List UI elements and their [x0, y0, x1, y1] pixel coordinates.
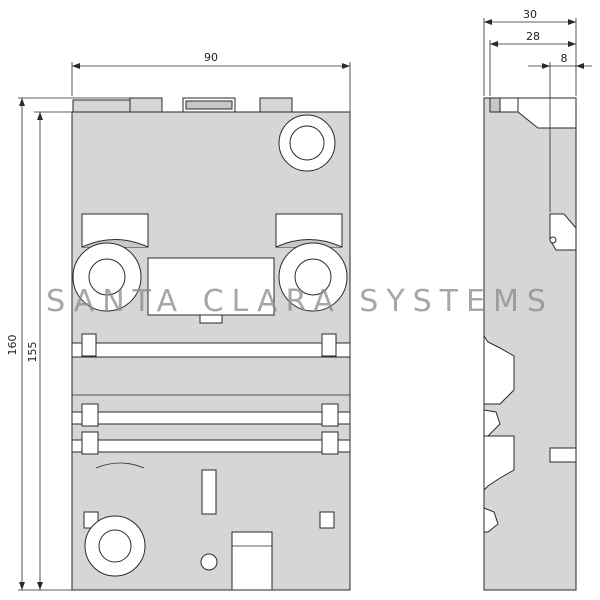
center-slot: [201, 469, 217, 515]
side-rail-notch-upper: [483, 334, 515, 405]
rail-latch-1l: [81, 333, 97, 357]
watermark-text: SANTA CLARA SYSTEMS: [46, 284, 554, 319]
rail-latch-2l: [81, 403, 99, 427]
rail-row-3: [71, 439, 351, 453]
dimension-label-8: 8: [561, 52, 568, 65]
rail-latch-3r: [321, 431, 339, 455]
side-rail-hook-2: [483, 507, 499, 533]
bottom-connector: [231, 531, 273, 591]
dimension-side-8: 8: [528, 52, 592, 212]
dimension-front-height-inner: 155: [26, 111, 72, 590]
small-hole: [200, 553, 218, 571]
side-rail-notch-lower: [483, 435, 515, 492]
top-tab-left: [129, 97, 163, 113]
lower-arc: [95, 462, 145, 469]
mount-hole-top-inner: [289, 125, 325, 161]
rail-row-2: [71, 411, 351, 425]
side-top-profile: [484, 97, 577, 129]
side-notch-right: [549, 447, 577, 463]
top-ledge-left: [72, 99, 131, 113]
dimension-front-width: 90: [71, 51, 351, 112]
bottom-latch-right: [319, 511, 335, 529]
center-window-tab: [199, 314, 223, 324]
rail-latch-1r: [321, 333, 337, 357]
dimension-label-28: 28: [526, 30, 540, 43]
dimension-label-155: 155: [26, 342, 39, 363]
dimension-front-height-total: 160: [6, 97, 130, 591]
side-top-tab: [489, 97, 501, 113]
mount-hole-right-inner: [294, 258, 332, 296]
mount-hole-bottom-inner: [98, 529, 132, 563]
center-window: [147, 257, 275, 316]
top-tab-right: [259, 97, 293, 113]
front-view: [71, 97, 351, 591]
rail-latch-3l: [81, 431, 99, 455]
rail-latch-2r: [321, 403, 339, 427]
dimension-label-30: 30: [523, 8, 537, 21]
side-clip-pin: [549, 236, 557, 244]
side-body: [483, 97, 577, 591]
side-view: [483, 97, 577, 591]
top-tab-center-inner: [185, 100, 233, 110]
side-rail-hook-1: [483, 409, 501, 437]
mount-hole-left-inner: [88, 258, 126, 296]
rail-row-1: [71, 342, 351, 358]
dimension-label-90: 90: [204, 51, 218, 64]
dimension-label-160: 160: [6, 335, 19, 356]
dimension-side-30: 30: [483, 8, 577, 96]
dimension-side-28: 28: [489, 30, 576, 96]
